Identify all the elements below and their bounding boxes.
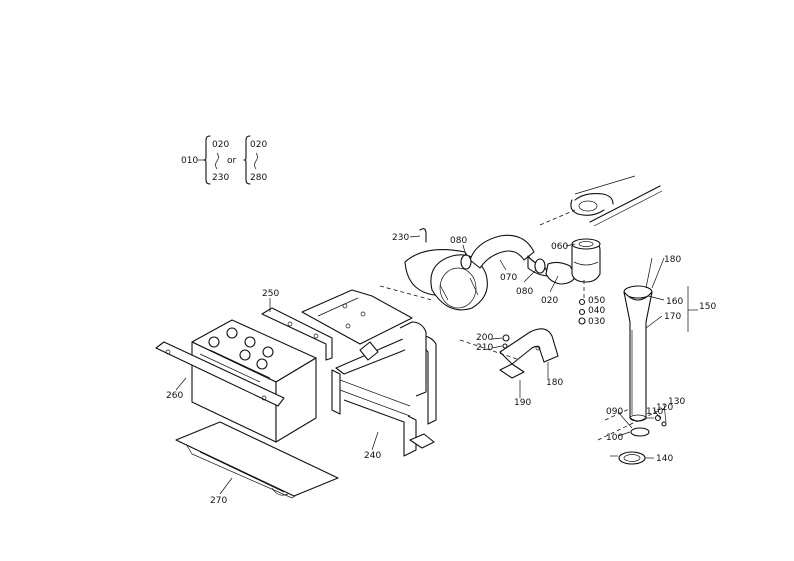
- legend-tilde-b: [254, 152, 258, 170]
- callout-200: 200: [476, 333, 493, 343]
- callout-110: 110: [646, 407, 663, 417]
- callout-120: 120: [656, 403, 673, 413]
- callout-160: 160: [666, 297, 683, 307]
- legend-set-b-top: 020: [250, 140, 267, 150]
- legend-brace-b: [243, 135, 251, 185]
- legend-set-b-bottom: 280: [250, 173, 267, 183]
- callout-240: 240: [364, 451, 381, 461]
- callout-140: 140: [656, 454, 673, 464]
- legend-set-a-bottom: 230: [212, 173, 229, 183]
- legend-brace-a: [203, 135, 211, 185]
- air-cleaner-assembly: [404, 228, 601, 379]
- legend-set-a-top: 020: [212, 140, 229, 150]
- callout-020: 020: [541, 296, 558, 306]
- callout-040: 040: [588, 306, 605, 316]
- battery-frame: [301, 289, 437, 457]
- callout-260: 260: [166, 391, 183, 401]
- leader-lines: [175, 235, 698, 495]
- legend-tilde-a: [215, 152, 219, 170]
- callout-030: 030: [588, 317, 605, 327]
- callout-180-a: 180: [664, 255, 681, 265]
- callout-090: 090: [606, 407, 623, 417]
- callout-150: 150: [699, 302, 716, 312]
- legend-main-label: 010: [181, 156, 198, 166]
- engine-hood-outline: [539, 175, 663, 227]
- assembly-lines: [379, 278, 661, 441]
- callout-170: 170: [664, 312, 681, 322]
- legend-or-text: or: [227, 156, 237, 166]
- callout-070: 070: [500, 273, 517, 283]
- callout-230: 230: [392, 233, 409, 243]
- battery: [155, 307, 333, 443]
- callout-080-b: 080: [516, 287, 533, 297]
- legend: 010 020 230 or 020 280: [181, 135, 267, 185]
- callout-130: 130: [668, 397, 685, 407]
- callout-100: 100: [606, 433, 623, 443]
- callout-190: 190: [514, 398, 531, 408]
- callout-180-b: 180: [546, 378, 563, 388]
- callout-080-a: 080: [450, 236, 467, 246]
- callout-050: 050: [588, 296, 605, 306]
- callout-270: 270: [210, 496, 227, 506]
- callout-060: 060: [551, 242, 568, 252]
- callout-210: 210: [476, 343, 493, 353]
- battery-tray: [175, 421, 339, 499]
- callout-250: 250: [262, 289, 279, 299]
- callout-labels: 230 080 060 070 080 020 050 040 030 180 …: [166, 233, 716, 506]
